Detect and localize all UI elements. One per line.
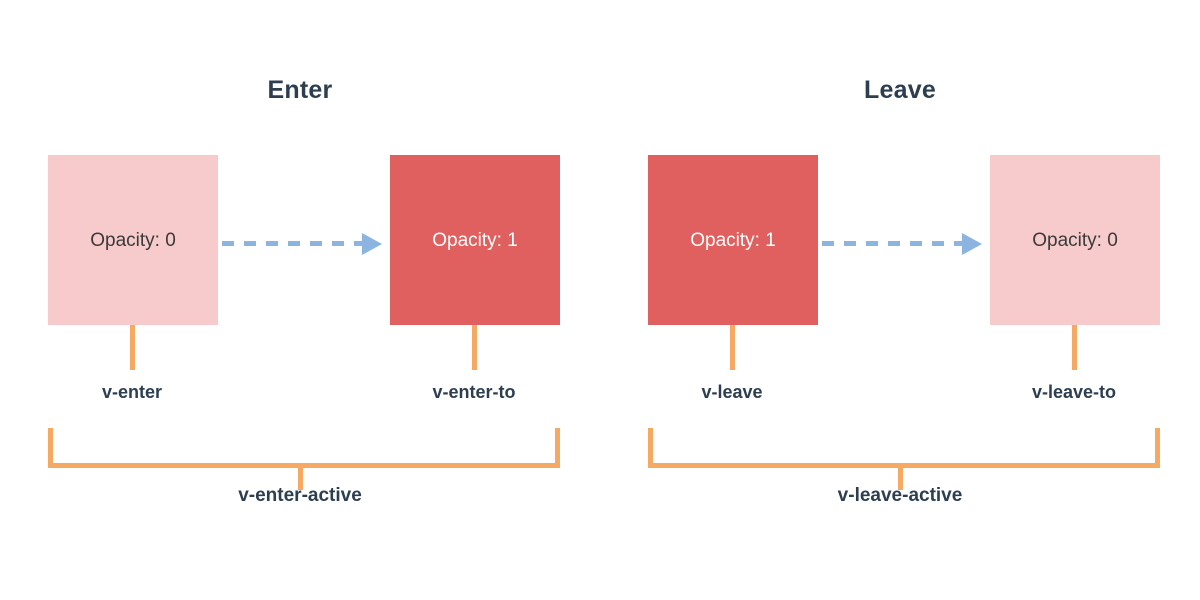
bracket-arm-left xyxy=(48,428,53,468)
bracket-span xyxy=(48,463,560,468)
bracket-arm-right xyxy=(555,428,560,468)
bracket-arm-right xyxy=(1155,428,1160,468)
panel-enter-to-box-label: Opacity: 1 xyxy=(432,229,518,251)
panel-enter: Enter Opacity: 0 Opacity: 1 v-enter v-en… xyxy=(48,76,560,506)
panel-enter-active-bracket xyxy=(48,428,560,468)
panel-enter-from-box: Opacity: 0 xyxy=(48,155,218,325)
panel-enter-transition-arrow xyxy=(222,233,386,255)
panel-leave-to-stem xyxy=(1072,325,1077,370)
panel-enter-to-class-label: v-enter-to xyxy=(432,382,516,402)
bracket-span xyxy=(648,463,1160,468)
panel-leave: Leave Opacity: 1 Opacity: 0 v-leave v-le… xyxy=(600,0,1200,600)
panel-leave-bracket-tick xyxy=(897,468,903,490)
panel-leave-to-class-label: v-leave-to xyxy=(1031,382,1117,402)
panel-leave-active-class-label: v-leave-active xyxy=(837,485,963,506)
panel-leave-title: Leave xyxy=(864,76,936,104)
panel-leave-from-box: Opacity: 1 xyxy=(648,155,818,325)
panel-leave-active-bracket xyxy=(648,428,1160,468)
panel-enter-from-box-label: Opacity: 0 xyxy=(90,229,176,251)
panel-enter-from-class-label: v-enter xyxy=(101,382,163,402)
dashed-line xyxy=(222,241,362,246)
panel-leave-from-box-label: Opacity: 1 xyxy=(690,229,776,251)
bracket-arm-left xyxy=(648,428,653,468)
panel-enter-to-box: Opacity: 1 xyxy=(390,155,560,325)
panel-enter-active-class-label: v-enter-active xyxy=(238,485,362,506)
panel-leave-to-box: Opacity: 0 xyxy=(990,155,1160,325)
arrow-head-icon xyxy=(362,233,382,255)
panel-enter-bracket-tick xyxy=(297,468,303,490)
panel-enter-from-stem xyxy=(130,325,135,370)
panel-leave-transition-arrow xyxy=(822,233,986,255)
panel-enter-to-stem xyxy=(472,325,477,370)
panel-enter-title: Enter xyxy=(267,76,333,104)
dashed-line xyxy=(822,241,962,246)
panel-leave-to-box-label: Opacity: 0 xyxy=(1032,229,1118,251)
arrow-head-icon xyxy=(962,233,982,255)
panel-leave-from-class-label: v-leave xyxy=(701,382,763,402)
panel-leave-from-stem xyxy=(730,325,735,370)
